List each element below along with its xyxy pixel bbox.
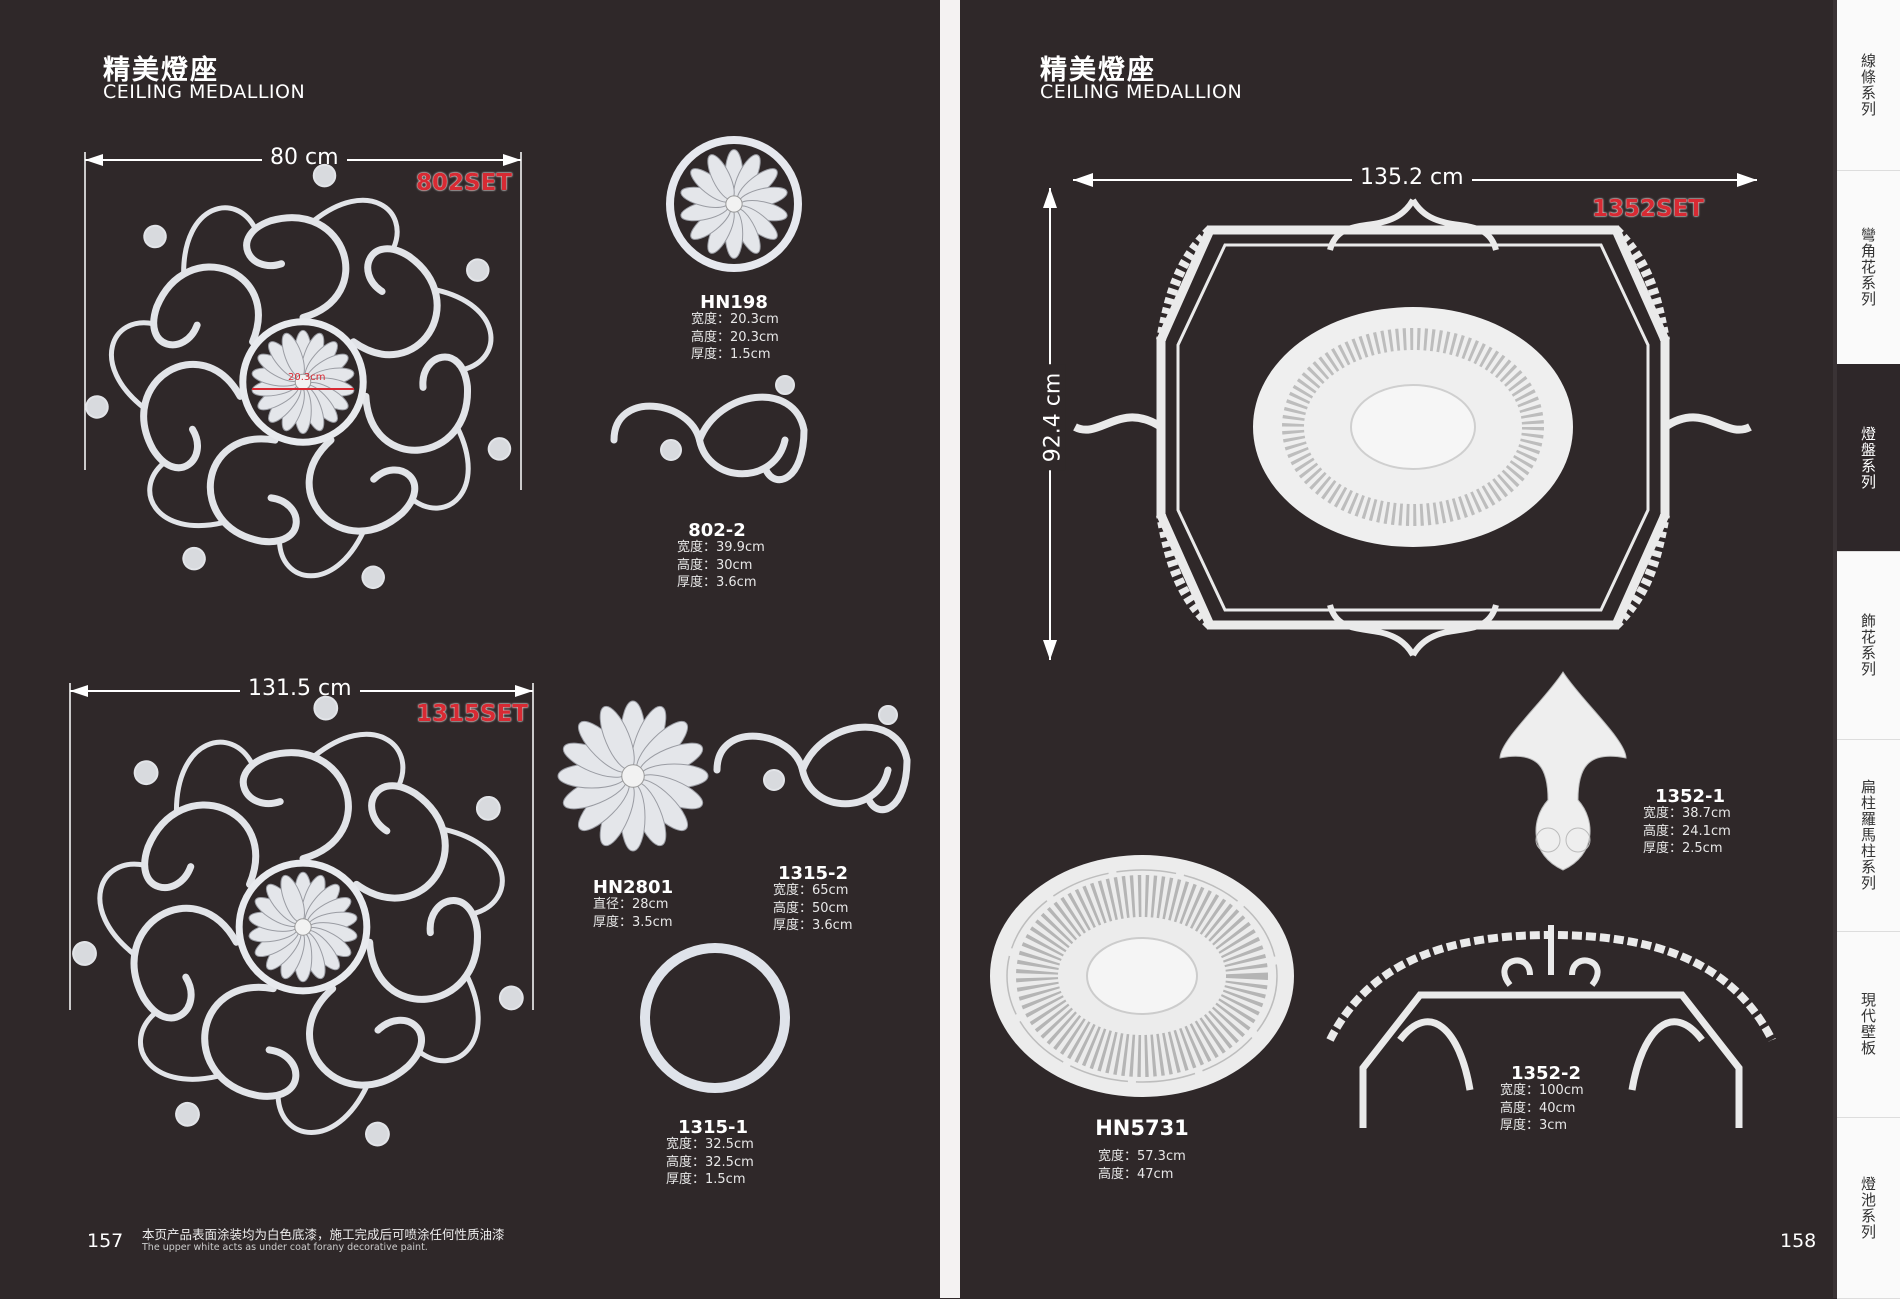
tab-label: 扁柱羅馬柱系列 <box>1859 779 1877 891</box>
category-sidebar: 線條系列 彎角花系列 燈盤系列 飾花系列 扁柱羅馬柱系列 現代壁板 燈池系列 <box>1833 0 1900 1299</box>
hn5731-image <box>990 855 1294 1097</box>
hn198-image <box>666 136 802 272</box>
spec-width: 宽度：39.9cm <box>677 540 765 555</box>
dimension-arrow-802set <box>84 152 522 490</box>
page-number: 157 <box>87 1230 124 1252</box>
tab-label: 線條系列 <box>1859 53 1877 117</box>
sidebar-tab-moulding[interactable]: 線條系列 <box>1837 0 1900 171</box>
spec-height: 高度：32.5cm <box>666 1154 754 1170</box>
1352-2-image <box>1326 925 1776 1128</box>
sidebar-tab-medallion[interactable]: 燈盤系列 <box>1837 364 1900 552</box>
right-page-content: 精美燈座 CEILING MEDALLION 135.2 cm 92.4 cm … <box>990 55 1817 1252</box>
tab-label: 現代壁板 <box>1859 992 1877 1056</box>
spec-diameter: 直径：28cm <box>593 897 669 912</box>
tab-label: 飾花系列 <box>1859 613 1877 677</box>
product-specs: 宽度：39.9cm 高度：30cm 厚度：3.6cm <box>677 539 765 592</box>
sidebar-tab-corner[interactable]: 彎角花系列 <box>1837 170 1900 365</box>
page-title: 精美燈座 <box>1040 55 1156 86</box>
1352-1-image <box>1499 671 1627 871</box>
802-2-image <box>610 375 808 483</box>
set-label-1315: 1315SET <box>416 701 528 727</box>
hn2801-image <box>557 700 709 852</box>
footer-note-en: The upper white acts as under coat foran… <box>142 1242 428 1253</box>
inner-dimension-label: 20.3cm <box>288 372 326 383</box>
spec-height: 高度：24.1cm <box>1643 823 1731 839</box>
product-specs: 宽度：32.5cm 高度：32.5cm 厚度：1.5cm <box>666 1136 754 1189</box>
spec-width: 宽度：32.5cm <box>666 1137 754 1152</box>
page-subtitle: CEILING MEDALLION <box>1040 81 1243 103</box>
spec-height: 高度：40cm <box>1500 1100 1576 1116</box>
spec-thickness: 厚度：3cm <box>1500 1118 1568 1133</box>
footer-note-cn: 本页产品表面涂装均为白色底漆，施工完成后可喷涂任何性质油漆 <box>142 1227 505 1242</box>
set-label-1352: 1352SET <box>1592 196 1704 222</box>
sidebar-tab-pilaster[interactable]: 扁柱羅馬柱系列 <box>1837 739 1900 932</box>
spec-width: 宽度：65cm <box>773 883 849 898</box>
spec-height: 高度：30cm <box>677 557 753 573</box>
product-code: 1315-2 <box>777 863 849 884</box>
set-label-802: 802SET <box>416 170 512 196</box>
width-dimension-label: 135.2 cm <box>1352 165 1472 190</box>
spec-height: 高度：50cm <box>773 900 849 916</box>
page-subtitle: CEILING MEDALLION <box>103 81 306 103</box>
product-code: HN198 <box>700 292 768 313</box>
tab-label: 燈盤系列 <box>1859 425 1877 490</box>
sidebar-tab-wall-panel[interactable]: 現代壁板 <box>1837 931 1900 1118</box>
height-dimension-label: 92.4 cm <box>1040 364 1066 471</box>
product-code: HN2801 <box>592 877 674 898</box>
page-gutter <box>940 0 960 1298</box>
product-specs: 宽度：38.7cm 高度：24.1cm 厚度：2.5cm <box>1643 805 1731 858</box>
1315-2-image <box>713 705 911 813</box>
spec-width: 宽度：20.3cm <box>691 312 779 327</box>
medallion-1315set-image <box>72 695 524 1147</box>
spec-thickness: 厚度：3.6cm <box>773 918 853 933</box>
sidebar-tab-ceiling-dome[interactable]: 燈池系列 <box>1837 1117 1900 1299</box>
page-title: 精美燈座 <box>103 55 219 86</box>
spec-width: 宽度：57.3cm <box>1098 1149 1186 1164</box>
inner-dimension-arrow <box>252 388 354 390</box>
dimension-label: 131.5 cm <box>240 676 360 701</box>
product-code: 802-2 <box>688 520 746 541</box>
sidebar-tab-ornament[interactable]: 飾花系列 <box>1837 551 1900 740</box>
1315-1-ring-image <box>640 943 790 1093</box>
product-code: 1352-2 <box>1510 1063 1582 1084</box>
product-code: 1315-1 <box>677 1117 749 1138</box>
spec-width: 宽度：100cm <box>1500 1083 1584 1098</box>
spec-thickness: 厚度：2.5cm <box>1643 841 1723 856</box>
product-specs: 宽度：100cm 高度：40cm 厚度：3cm <box>1500 1082 1584 1135</box>
product-specs: 直径：28cm 厚度：3.5cm <box>593 896 673 931</box>
spec-thickness: 厚度：1.5cm <box>666 1172 746 1187</box>
spec-height: 高度：20.3cm <box>691 329 779 345</box>
tab-label: 彎角花系列 <box>1859 227 1877 307</box>
left-page: 精美燈座 CEILING MEDALLION 80 cm 802SET 20.3… <box>0 0 940 1298</box>
product-specs: 宽度：57.3cm 高度：47cm <box>1098 1148 1186 1183</box>
page-number: 158 <box>1780 1230 1817 1252</box>
dimension-label: 80 cm <box>262 145 347 170</box>
product-code: HN5731 <box>1095 1116 1189 1140</box>
product-specs: 宽度：65cm 高度：50cm 厚度：3.6cm <box>773 882 853 935</box>
spec-height: 高度：47cm <box>1098 1166 1174 1182</box>
medallion-1352set-image <box>1073 198 1752 657</box>
tab-label: 燈池系列 <box>1859 1175 1877 1240</box>
product-code: 1352-1 <box>1654 786 1726 807</box>
spec-thickness: 厚度：3.6cm <box>677 575 757 590</box>
spec-thickness: 厚度：1.5cm <box>691 347 771 362</box>
product-specs: 宽度：20.3cm 高度：20.3cm 厚度：1.5cm <box>691 311 779 364</box>
spec-thickness: 厚度：3.5cm <box>593 914 673 930</box>
spec-width: 宽度：38.7cm <box>1643 806 1731 821</box>
